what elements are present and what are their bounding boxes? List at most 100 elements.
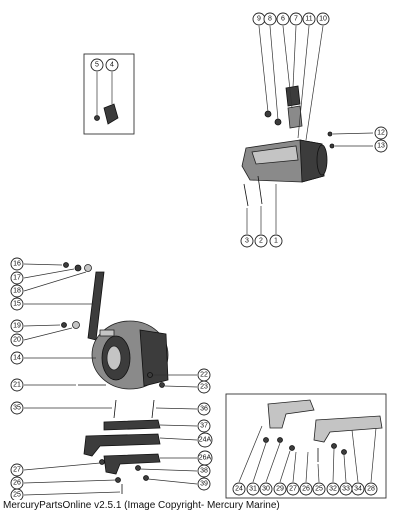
image-caption: MercuryPartsOnline v2.5.1 (Image Copyrig… xyxy=(3,500,280,511)
callout-inset-32[interactable]: 32 xyxy=(326,482,340,496)
callout-8[interactable]: 8 xyxy=(263,12,277,26)
washer-part-39 xyxy=(143,475,149,481)
svg-text:23: 23 xyxy=(200,384,208,391)
callout-20[interactable]: 20 xyxy=(10,333,24,347)
svg-text:26: 26 xyxy=(13,480,21,487)
bracket-left xyxy=(267,399,315,429)
callout-37[interactable]: 37 xyxy=(197,419,211,433)
svg-text:26A: 26A xyxy=(199,455,212,462)
callout-15[interactable]: 15 xyxy=(10,297,24,311)
washer-part-29 xyxy=(277,437,283,443)
callout-1[interactable]: 1 xyxy=(269,234,283,248)
callout-inset-30[interactable]: 30 xyxy=(259,482,273,496)
callout-19[interactable]: 19 xyxy=(10,319,24,333)
svg-text:11: 11 xyxy=(305,16,312,23)
callout-inset-34[interactable]: 34 xyxy=(351,482,365,496)
callout-35[interactable]: 35 xyxy=(10,401,24,415)
callout-18[interactable]: 18 xyxy=(10,284,24,298)
callout-25[interactable]: 25 xyxy=(10,488,24,500)
callout-23[interactable]: 23 xyxy=(197,380,211,394)
svg-text:39: 39 xyxy=(200,481,208,488)
callout-16[interactable]: 16 xyxy=(10,257,24,271)
callout-inset-28[interactable]: 28 xyxy=(364,482,378,496)
svg-text:35: 35 xyxy=(13,405,21,412)
svg-text:27: 27 xyxy=(289,486,297,493)
svg-text:2: 2 xyxy=(259,238,263,245)
svg-text:10: 10 xyxy=(319,16,327,23)
callout-12[interactable]: 12 xyxy=(374,126,388,140)
callout-39[interactable]: 39 xyxy=(197,477,211,491)
svg-text:15: 15 xyxy=(13,301,21,308)
callout-26a[interactable]: 26A xyxy=(197,450,213,466)
callout-17[interactable]: 17 xyxy=(10,271,24,285)
svg-text:9: 9 xyxy=(257,16,261,23)
svg-text:18: 18 xyxy=(13,288,21,295)
screw-part-19 xyxy=(61,322,67,328)
washer-part-27 xyxy=(99,459,105,465)
callout-inset-25[interactable]: 25 xyxy=(312,482,326,496)
callout-36[interactable]: 36 xyxy=(197,402,211,416)
svg-text:37: 37 xyxy=(200,423,208,430)
washer-part-17 xyxy=(74,264,82,272)
callout-inset-29[interactable]: 29 xyxy=(273,482,287,496)
bracket-part-6 xyxy=(287,105,303,129)
callout-7[interactable]: 7 xyxy=(289,12,303,26)
svg-text:22: 22 xyxy=(200,372,208,379)
callout-22[interactable]: 22 xyxy=(197,368,211,382)
alternator xyxy=(91,320,169,390)
washer-part-23 xyxy=(159,382,165,388)
bracket-part-24a xyxy=(83,433,161,457)
washer-part-12 xyxy=(327,131,333,137)
nut-part-38 xyxy=(135,465,141,471)
svg-text:8: 8 xyxy=(268,16,272,23)
solenoid-part-7 xyxy=(285,85,301,107)
callout-2[interactable]: 2 xyxy=(254,234,268,248)
washer-part-18 xyxy=(84,264,92,272)
stud-part-35 xyxy=(113,399,117,419)
washer-part-27-inset xyxy=(289,445,295,451)
svg-text:6: 6 xyxy=(281,16,285,23)
callout-38[interactable]: 38 xyxy=(197,464,211,478)
svg-text:24: 24 xyxy=(235,486,243,493)
svg-text:36: 36 xyxy=(200,406,208,413)
callout-9[interactable]: 9 xyxy=(252,12,266,26)
callout-10[interactable]: 10 xyxy=(316,12,330,26)
plate-part-37 xyxy=(103,419,161,431)
inset-box-bottom xyxy=(225,393,387,499)
callout-inset-27[interactable]: 27 xyxy=(286,482,300,496)
washer-part-20 xyxy=(72,321,80,329)
svg-text:19: 19 xyxy=(13,323,21,330)
washer-part-32 xyxy=(331,443,337,449)
callout-inset-26[interactable]: 26 xyxy=(299,482,313,496)
parts-diagram: 5 4 9 8 6 7 11 10 12 13 3 2 1 xyxy=(10,12,388,500)
callout-4[interactable]: 4 xyxy=(105,58,119,72)
callout-3[interactable]: 3 xyxy=(240,234,254,248)
svg-text:28: 28 xyxy=(367,486,375,493)
svg-text:32: 32 xyxy=(329,486,337,493)
callout-6[interactable]: 6 xyxy=(276,12,290,26)
bolt-part-2 xyxy=(257,175,263,205)
svg-text:25: 25 xyxy=(315,486,323,493)
callout-27[interactable]: 27 xyxy=(10,463,24,477)
callout-inset-31[interactable]: 31 xyxy=(246,482,260,496)
callout-26[interactable]: 26 xyxy=(10,476,24,490)
callout-24a[interactable]: 24A xyxy=(197,432,213,448)
nut-part-16 xyxy=(63,262,69,268)
callout-inset-33[interactable]: 33 xyxy=(339,482,353,496)
bracket-part-4 xyxy=(103,103,119,125)
callout-5[interactable]: 5 xyxy=(90,58,104,72)
callout-21[interactable]: 21 xyxy=(10,378,24,392)
svg-text:38: 38 xyxy=(200,468,208,475)
svg-text:13: 13 xyxy=(377,143,385,150)
callout-14[interactable]: 14 xyxy=(10,351,24,365)
starter-motor xyxy=(241,139,328,183)
svg-text:14: 14 xyxy=(13,355,21,362)
svg-text:12: 12 xyxy=(377,130,385,137)
svg-text:29: 29 xyxy=(276,486,284,493)
callout-inset-24[interactable]: 24 xyxy=(232,482,246,496)
callout-11[interactable]: 11 xyxy=(302,12,316,26)
callout-13[interactable]: 13 xyxy=(374,139,388,153)
svg-text:3: 3 xyxy=(245,238,249,245)
svg-text:25: 25 xyxy=(13,492,21,499)
bolt-part-3 xyxy=(243,183,249,207)
